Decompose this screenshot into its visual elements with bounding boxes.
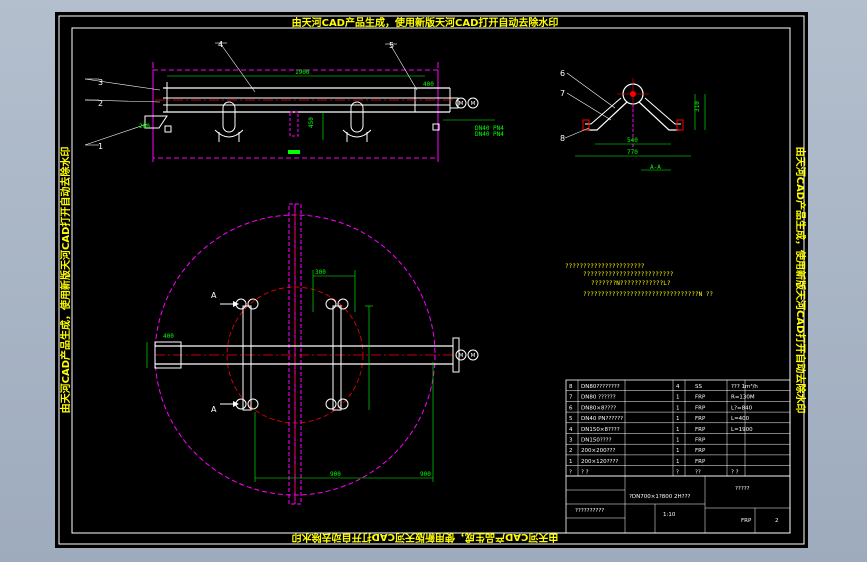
note-line-2: ?????????????????????????	[583, 271, 674, 278]
bom-cell-name: ? ?	[581, 470, 589, 476]
bom-cell-qty: 1	[676, 427, 680, 433]
bom-cell-mat: FRP	[695, 427, 706, 433]
outer-border	[58, 15, 805, 545]
callout-4: 4	[218, 40, 223, 49]
bom-cell-no: 3	[569, 438, 573, 444]
svg-text:200: 200	[139, 123, 150, 130]
svg-text:540: 540	[627, 137, 638, 144]
badge-m3: M	[459, 353, 464, 359]
project-name: ?????	[735, 486, 750, 492]
section-mark-a-top: A	[211, 291, 217, 300]
svg-text:900: 900	[330, 471, 341, 478]
bom-cell-mat: FRP	[695, 448, 706, 454]
bom-cell-qty: 1	[676, 405, 680, 411]
material-value: FRP	[741, 518, 752, 524]
bom-cell-note: L?=840	[731, 405, 753, 411]
svg-text:400: 400	[163, 333, 174, 340]
svg-text:DN40 PN4: DN40 PN4	[475, 125, 504, 132]
bom-cell-name: 200×200???	[581, 448, 615, 454]
bom-cell-qty: 1	[676, 438, 680, 444]
svg-text:DN40 PN4: DN40 PN4	[475, 131, 504, 138]
cad-drawing: 由天河CAD产品生成，使用新版天河CAD打开自动去除水印 由天河CAD产品生成，…	[58, 15, 807, 545]
note-line-4: ????????????????????????????????N ??	[583, 291, 713, 298]
callout-8: 8	[560, 134, 565, 143]
bom-cell-qty: ?	[676, 470, 679, 476]
bom-cell-note: ??? 1m³/h	[731, 383, 758, 390]
bom-cell-name: DN40 PN??????	[581, 416, 623, 422]
note-line-3: ???????N????????????L?	[591, 280, 671, 287]
callout-7: 7	[560, 89, 565, 98]
svg-text:770: 770	[627, 149, 638, 156]
watermark-bottom: 由天河CAD产品生成，使用新版天河CAD打开自动去除水印	[292, 531, 559, 544]
title-block: ?DN700×1?800 2H??? ????? ?????????? 1:10…	[565, 475, 791, 534]
svg-text:310: 310	[694, 101, 701, 112]
bom-cell-note: ? ?	[731, 470, 739, 476]
plan-view: A A 300 900 900 400 M M	[146, 203, 479, 505]
bom-cell-qty: 1	[676, 395, 680, 401]
svg-text:300: 300	[315, 269, 326, 276]
callout-3: 3	[98, 78, 103, 87]
section-label: A-A	[650, 164, 661, 171]
callout-1: 1	[98, 142, 103, 151]
bom-cell-no: 1	[569, 459, 573, 465]
watermark-top: 由天河CAD产品生成，使用新版天河CAD打开自动去除水印	[292, 16, 559, 29]
bom-cell-note: L=400	[731, 416, 750, 422]
watermark-right: 由天河CAD产品生成，使用新版天河CAD打开自动去除水印	[794, 147, 807, 414]
watermark-left: 由天河CAD产品生成，使用新版天河CAD打开自动去除水印	[59, 147, 72, 414]
front-view: 1900 DN40 PN4 DN40 PN4 450	[84, 40, 504, 162]
technical-notes: ?????????????????????? ?????????????????…	[565, 263, 713, 298]
section-mark-a-bottom: A	[211, 405, 217, 414]
bom-cell-qty: 1	[676, 416, 680, 422]
bom-cell-name: DN80????????	[581, 384, 620, 390]
bom-cell-note: L=1900	[731, 427, 753, 433]
bom-cell-name: DN150×8????	[581, 427, 620, 433]
bom-cell-mat: FRP	[695, 395, 706, 401]
bom-cell-mat: FRP	[695, 405, 706, 411]
bom-cell-mat: SS	[695, 384, 702, 390]
svg-text:400: 400	[423, 81, 434, 88]
bom-cell-note: R=130M	[731, 395, 755, 401]
svg-text:450: 450	[308, 117, 315, 128]
bom-cell-name: DN150????	[581, 438, 612, 444]
bom-cell-no: ?	[569, 470, 572, 476]
badge-m2: M	[471, 101, 476, 107]
bom-cell-name: DN80 ??????	[581, 395, 616, 401]
title-small: ??????????	[575, 508, 604, 514]
bom-cell-qty: 1	[676, 448, 680, 454]
bom-cell-qty: 4	[676, 384, 680, 390]
sheet-number: 2	[775, 518, 779, 524]
badge-m4: M	[471, 353, 476, 359]
section-view: 770 540 310 A-A 6 7 8	[560, 69, 706, 171]
callout-2: 2	[98, 99, 103, 108]
note-line-1: ??????????????????????	[565, 263, 645, 270]
drawing-name: ?DN700×1?800 2H???	[629, 494, 691, 500]
bom-cell-no: 8	[569, 384, 573, 390]
bom-cell-mat: FRP	[695, 459, 706, 465]
callout-6: 6	[560, 69, 565, 78]
bom-cell-mat: FRP	[695, 416, 706, 422]
bom-cell-no: 2	[569, 448, 573, 454]
bom-cell-mat: FRP	[695, 438, 706, 444]
callout-5: 5	[389, 41, 394, 50]
badge-m1: M	[459, 101, 464, 107]
inner-border	[71, 27, 791, 534]
svg-text:900: 900	[420, 471, 431, 478]
bom-cell-name: DN80×8????	[581, 405, 616, 411]
svg-text:1900: 1900	[295, 69, 310, 76]
bom-cell-mat: ??	[695, 470, 701, 476]
bom-cell-no: 4	[569, 427, 573, 433]
scale-value: 1:10	[663, 512, 676, 518]
bom-cell-no: 7	[569, 395, 573, 401]
bom-cell-no: 6	[569, 405, 573, 411]
drawing-sheet: 由天河CAD产品生成，使用新版天河CAD打开自动去除水印 由天河CAD产品生成，…	[55, 12, 808, 548]
bom-cell-qty: 1	[676, 459, 680, 465]
bom-cell-no: 5	[569, 416, 573, 422]
bom-cell-name: 200×120????	[581, 459, 618, 465]
